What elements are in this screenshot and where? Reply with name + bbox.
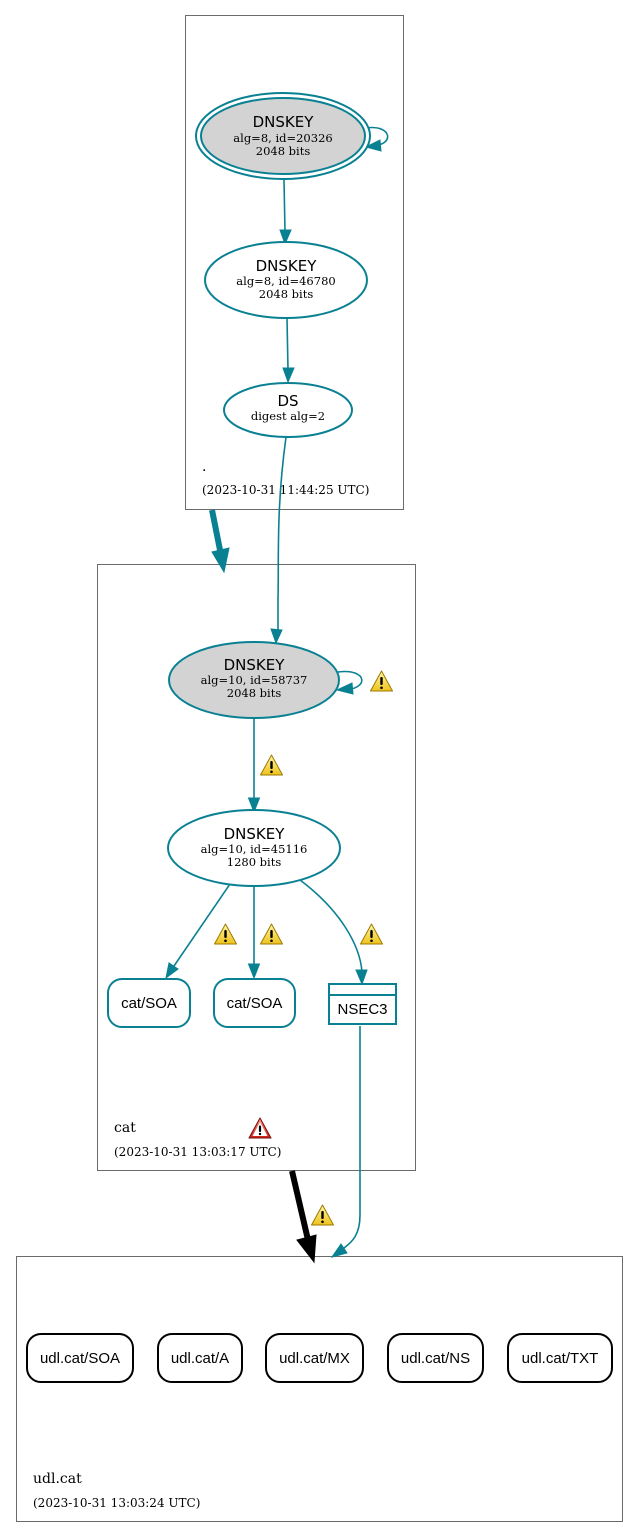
- arrowhead: [211, 547, 230, 574]
- node-cat-soa-2: cat/SOA: [213, 978, 296, 1028]
- node-root-ksk-title: DNSKEY: [253, 113, 315, 131]
- warning-icon: [259, 923, 284, 945]
- node-cat-soa-1-label: cat/SOA: [121, 995, 177, 1012]
- edge-delegation-cat-udl: [289, 1170, 311, 1241]
- node-cat-soa-1: cat/SOA: [107, 978, 191, 1028]
- zone-cat-box: [97, 564, 416, 1171]
- warning-icon: [310, 1204, 335, 1226]
- arrowhead: [165, 962, 179, 980]
- zone-cat-timestamp: (2023-10-31 13:03:17 UTC): [114, 1145, 281, 1159]
- node-root-ds: DS digest alg=2: [223, 382, 353, 438]
- zone-root-box: [185, 15, 404, 510]
- edge-root-zsk-ds: [286, 317, 289, 371]
- node-cat-nsec3-shape: [328, 983, 397, 1025]
- edge-nsec3-udl: [343, 1026, 361, 1249]
- node-cat-zsk-shape: [167, 809, 341, 887]
- node-root-ksk-params: alg=8, id=20326: [233, 131, 332, 145]
- arrowhead: [247, 963, 261, 980]
- node-udl-ns: udl.cat/NS: [387, 1333, 484, 1383]
- edge-delegation-root-cat: [209, 509, 224, 556]
- edge-root-ksk-zsk: [283, 179, 286, 233]
- node-udl-ns-label: udl.cat/NS: [401, 1350, 470, 1367]
- zone-root-timestamp: (2023-10-31 11:44:25 UTC): [202, 483, 369, 497]
- edge-ds-cat-ksk: [277, 436, 287, 630]
- zone-root-name: .: [202, 459, 206, 475]
- arrowhead: [364, 139, 382, 152]
- node-root-ksk-size: 2048 bits: [256, 144, 311, 158]
- node-root-zsk-params: alg=8, id=46780: [236, 274, 335, 288]
- node-udl-ns-shape: [387, 1333, 484, 1383]
- node-udl-soa-shape: [26, 1333, 134, 1383]
- node-udl-a: udl.cat/A: [157, 1333, 243, 1383]
- node-udl-mx-shape: [265, 1333, 364, 1383]
- arrowhead: [330, 1243, 348, 1258]
- warning-icon: [259, 754, 284, 776]
- arrowhead: [270, 628, 283, 645]
- arrowhead: [335, 682, 354, 695]
- node-root-zsk-title: DNSKEY: [256, 257, 318, 275]
- node-cat-ksk-params: alg=10, id=58737: [201, 673, 308, 687]
- node-cat-zsk-params: alg=10, id=45116: [201, 842, 308, 856]
- node-cat-nsec3-label: NSEC3: [337, 1001, 387, 1018]
- node-cat-zsk: DNSKEY alg=10, id=45116 1280 bits: [167, 809, 341, 887]
- zone-cat: cat (2023-10-31 13:03:17 UTC): [97, 564, 416, 1171]
- node-udl-a-label: udl.cat/A: [171, 1350, 229, 1367]
- warning-icon: [213, 923, 238, 945]
- node-cat-ksk: DNSKEY alg=10, id=58737 2048 bits: [168, 641, 340, 719]
- node-udl-txt-label: udl.cat/TXT: [522, 1350, 599, 1367]
- node-root-ksk-shape: [200, 97, 366, 175]
- node-udl-mx: udl.cat/MX: [265, 1333, 364, 1383]
- arrowhead: [282, 367, 295, 384]
- node-cat-nsec3: NSEC3: [328, 983, 397, 1025]
- zone-udl-cat-timestamp: (2023-10-31 13:03:24 UTC): [33, 1496, 200, 1510]
- arrowhead: [279, 229, 292, 246]
- node-root-ds-digest: digest alg=2: [251, 409, 325, 423]
- node-cat-zsk-size: 1280 bits: [227, 855, 282, 869]
- node-root-zsk-shape: [204, 241, 368, 319]
- arrowhead: [296, 1234, 317, 1264]
- zone-cat-name: cat: [114, 1120, 136, 1136]
- zone-udl-cat: udl.cat (2023-10-31 13:03:24 UTC): [16, 1256, 623, 1522]
- node-root-ksk: DNSKEY alg=8, id=20326 2048 bits: [195, 92, 371, 180]
- node-cat-zsk-title: DNSKEY: [224, 825, 286, 843]
- node-udl-txt-shape: [507, 1333, 613, 1383]
- node-root-ds-shape: [223, 382, 353, 438]
- node-udl-soa-label: udl.cat/SOA: [40, 1350, 120, 1367]
- edge-cat-zsk-nsec3: [299, 879, 363, 973]
- node-root-zsk-size: 2048 bits: [259, 287, 314, 301]
- node-cat-soa-1-shape: [107, 978, 191, 1028]
- node-cat-ksk-shape: [168, 641, 340, 719]
- zone-udl-cat-name: udl.cat: [33, 1471, 82, 1487]
- arrowhead: [247, 797, 261, 814]
- node-root-zsk: DNSKEY alg=8, id=46780 2048 bits: [204, 241, 368, 319]
- node-udl-soa: udl.cat/SOA: [26, 1333, 134, 1383]
- warning-icon: [359, 923, 384, 945]
- node-udl-txt: udl.cat/TXT: [507, 1333, 613, 1383]
- node-cat-ksk-size: 2048 bits: [227, 686, 282, 700]
- arrowhead: [355, 969, 368, 986]
- node-cat-soa-2-shape: [213, 978, 296, 1028]
- node-udl-a-shape: [157, 1333, 243, 1383]
- warning-icon: [369, 670, 394, 692]
- node-cat-soa-2-label: cat/SOA: [227, 995, 283, 1012]
- zone-root: . (2023-10-31 11:44:25 UTC): [185, 15, 404, 510]
- node-root-ds-title: DS: [277, 392, 298, 410]
- node-cat-ksk-title: DNSKEY: [224, 656, 286, 674]
- error-icon: [248, 1117, 272, 1139]
- node-udl-mx-label: udl.cat/MX: [279, 1350, 350, 1367]
- zone-udl-cat-box: [16, 1256, 623, 1522]
- edge-cat-zsk-soa-1: [173, 883, 231, 967]
